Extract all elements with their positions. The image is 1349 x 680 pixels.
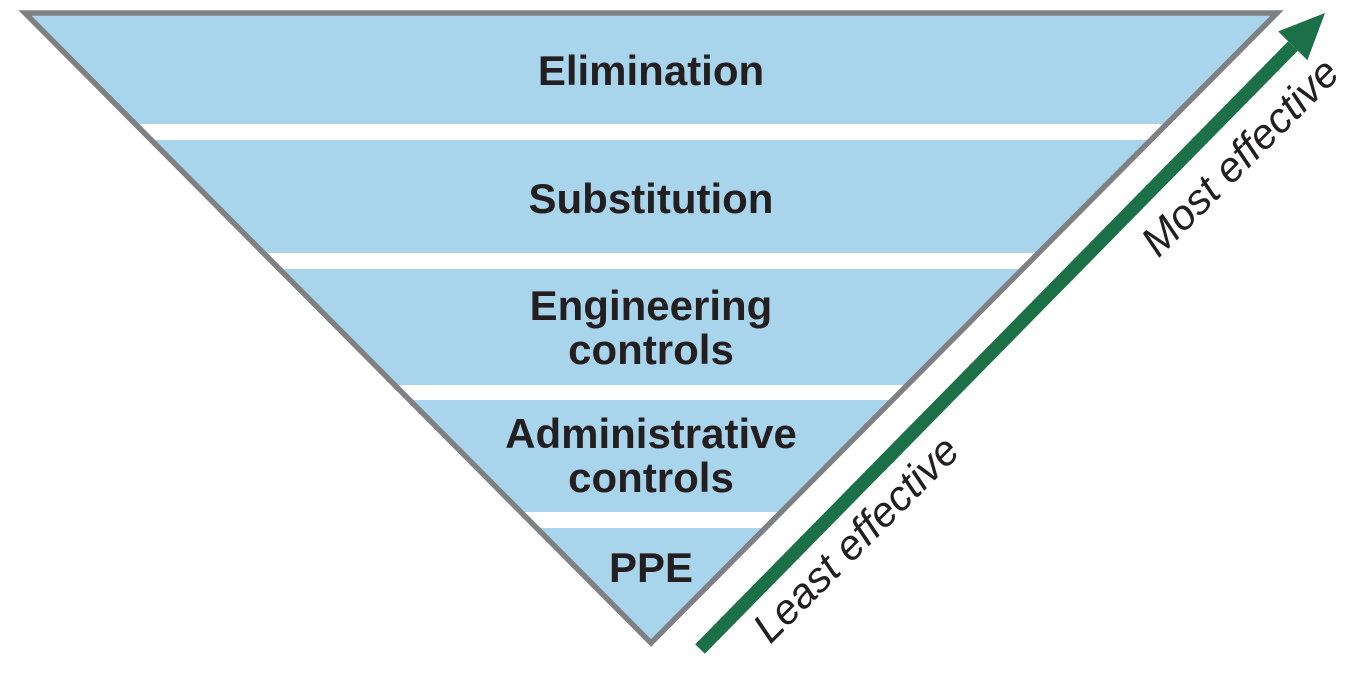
effectiveness-arrow	[695, 13, 1325, 654]
pyramid-outline	[18, 10, 1284, 647]
level-label-administrative-line2: controls	[568, 454, 734, 501]
level-label-administrative-line1: Administrative	[505, 410, 797, 457]
level-label-engineering-line1: Engineering	[530, 282, 773, 329]
level-label-elimination: Elimination	[538, 47, 764, 94]
effectiveness-arrow-shaft	[695, 41, 1298, 654]
band-elimination	[25, 15, 1277, 124]
arrow-head-icon	[1278, 13, 1325, 61]
level-label-ppe: PPE	[609, 544, 693, 591]
level-label-substitution: Substitution	[529, 175, 774, 222]
level-label-engineering-line2: controls	[568, 326, 734, 373]
